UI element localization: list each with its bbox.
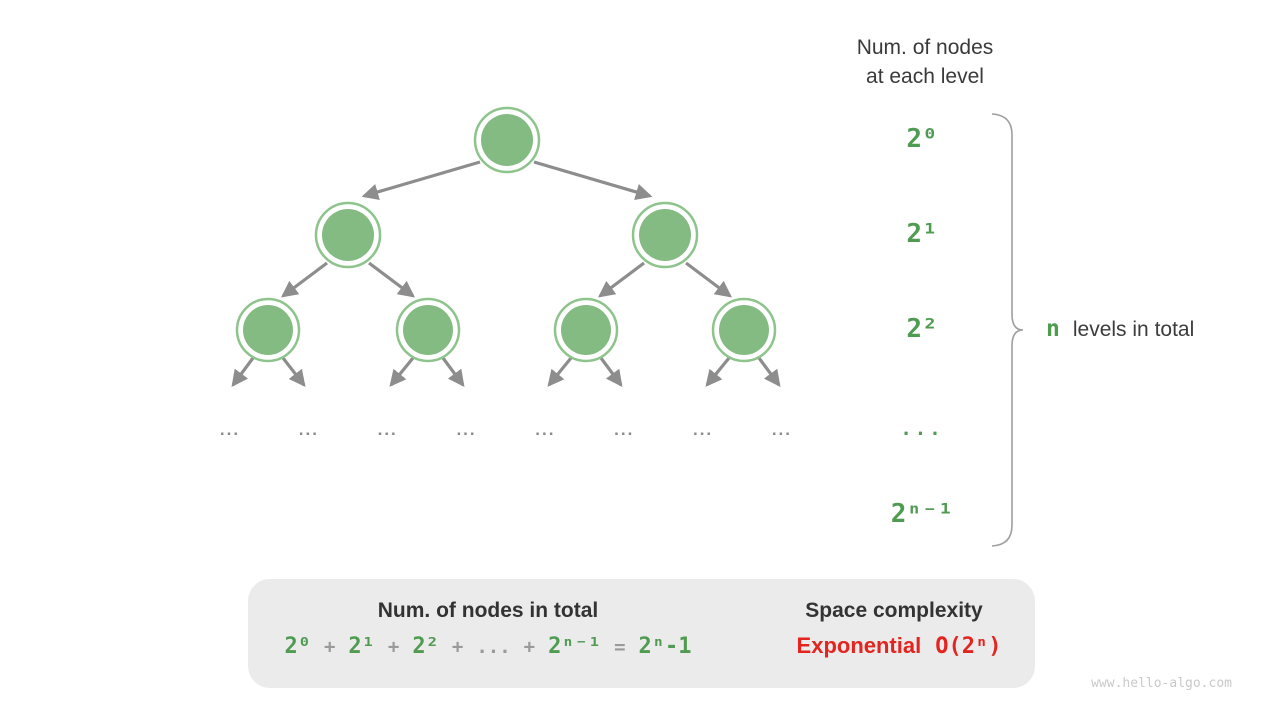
total-nodes-title: Num. of nodes in total bbox=[377, 599, 599, 622]
level-label-2en-1: 2ⁿ⁻¹ bbox=[890, 499, 954, 529]
brace-label: n levels in total bbox=[1046, 316, 1194, 342]
leaf-ellipsis: ... bbox=[771, 420, 792, 439]
tree-edge bbox=[598, 261, 645, 298]
level-label-ellipsis: ... bbox=[900, 418, 944, 440]
tree-edge bbox=[231, 357, 255, 388]
complexity-name: Exponential bbox=[796, 633, 922, 658]
tree-node bbox=[314, 201, 382, 269]
tree-edge bbox=[533, 160, 653, 201]
space-complexity-title: Space complexity bbox=[805, 599, 983, 622]
leaf-ellipsis: ... bbox=[377, 420, 398, 439]
tree-edge bbox=[441, 357, 465, 388]
complexity-notation: O(2ⁿ) bbox=[935, 634, 1002, 659]
level-label-2e0: 2⁰ bbox=[906, 124, 938, 154]
tree-edge bbox=[361, 160, 481, 201]
tree-node bbox=[395, 297, 461, 363]
level-label-2e1: 2¹ bbox=[906, 219, 938, 249]
tree-node bbox=[711, 297, 777, 363]
tree-node bbox=[235, 297, 301, 363]
formula-token: 2ⁿ⁻¹ bbox=[548, 634, 602, 659]
tree-edges bbox=[231, 160, 781, 388]
levels-caption-line1: Num. of nodes bbox=[856, 36, 994, 59]
formula-token: + bbox=[387, 636, 400, 658]
leaf-ellipsis: ... bbox=[456, 420, 477, 439]
tree-node-root bbox=[473, 106, 541, 174]
tree-edge bbox=[368, 261, 415, 298]
brace-label-text: levels in total bbox=[1072, 318, 1195, 341]
tree-edge bbox=[281, 261, 328, 298]
levels-caption: Num. of nodes at each level bbox=[805, 33, 1045, 91]
tree-nodes bbox=[235, 106, 777, 363]
leaf-ellipsis: ... bbox=[219, 420, 241, 439]
formula-token: 2² bbox=[412, 634, 439, 659]
tree-node bbox=[553, 297, 619, 363]
tree-edge bbox=[705, 356, 731, 387]
tree-node bbox=[631, 201, 699, 269]
tree-edge bbox=[389, 356, 415, 387]
tree-edge bbox=[757, 357, 781, 388]
formula-token: 2¹ bbox=[348, 634, 375, 659]
formula-token: + bbox=[451, 636, 464, 658]
level-label-2e2: 2² bbox=[906, 314, 938, 344]
leaf-ellipsis: ... bbox=[298, 420, 319, 439]
leaf-ellipsis: ... bbox=[692, 420, 714, 439]
tree-edge bbox=[599, 357, 623, 388]
formula-token: = bbox=[614, 636, 626, 658]
formula-token: 2⁰ bbox=[284, 634, 311, 659]
tree-edge bbox=[281, 357, 306, 387]
formula-token: 2ⁿ-1 bbox=[638, 634, 692, 659]
formula-token: + bbox=[323, 636, 336, 658]
space-complexity-value: Exponential O(2ⁿ) bbox=[769, 633, 1029, 659]
summary-box bbox=[248, 579, 1035, 688]
tree-edge bbox=[685, 261, 732, 298]
leaf-ellipsis-row: ........................ bbox=[196, 420, 816, 440]
tree-edge bbox=[547, 356, 573, 387]
leaf-ellipsis: ... bbox=[535, 420, 556, 439]
levels-caption-line2: at each level bbox=[866, 65, 984, 88]
total-nodes-formula: 2⁰ +2¹ +2² +... +2ⁿ⁻¹ = 2ⁿ-1 bbox=[263, 634, 713, 659]
watermark: www.hello-algo.com bbox=[1091, 676, 1232, 691]
brace-label-n: n bbox=[1046, 316, 1060, 342]
formula-token: ... bbox=[476, 636, 511, 658]
leaf-ellipsis: ... bbox=[614, 420, 635, 439]
formula-token: + bbox=[523, 636, 536, 658]
levels-brace bbox=[991, 113, 1024, 547]
